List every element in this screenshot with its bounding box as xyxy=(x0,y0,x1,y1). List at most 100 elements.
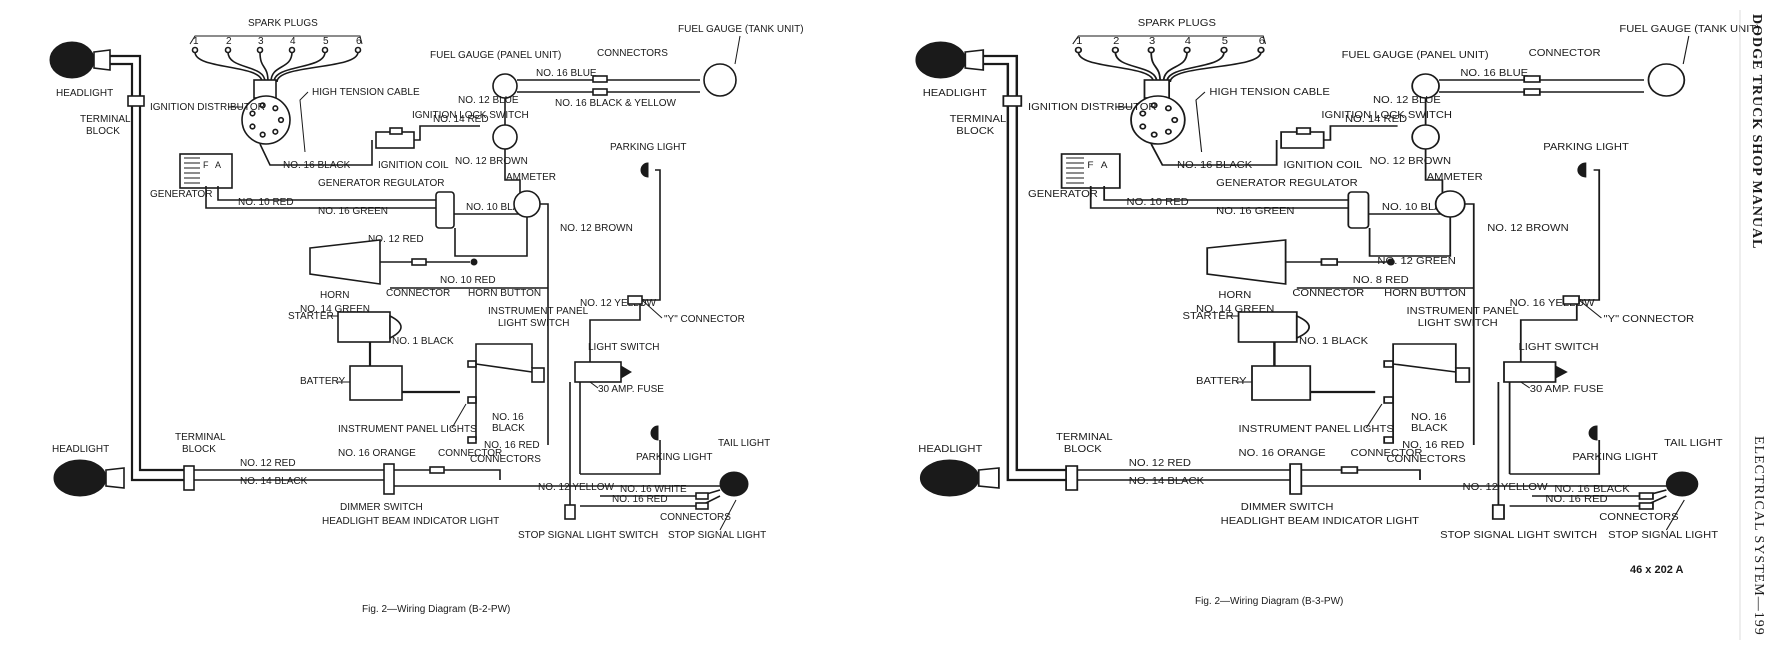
horn-label: HORN xyxy=(1218,290,1251,301)
distributor-terminal-icon xyxy=(1150,102,1158,109)
terminal-block-bottom-label-2: BLOCK xyxy=(1064,444,1102,455)
parking-light-top-label: PARKING LIGHT xyxy=(1543,142,1629,153)
distributor-terminal-icon xyxy=(249,110,256,117)
no16-red-bottom-label: NO. 16 RED xyxy=(1545,494,1608,505)
headlight-top-label: HEADLIGHT xyxy=(923,88,988,99)
terminal-block-top-icon xyxy=(1002,95,1023,107)
connector-icon xyxy=(1638,502,1654,510)
starter-nose-icon xyxy=(389,314,402,340)
spark-plug-number: 1 xyxy=(193,36,199,47)
headlight-bottom-housing xyxy=(977,467,1000,489)
parking-bottom-wire xyxy=(1509,440,1601,475)
no12-brown-left-label: NO. 12 BROWN xyxy=(1370,156,1451,167)
spark-plug-icon xyxy=(288,46,296,54)
connector-icon xyxy=(1523,75,1541,83)
high-tension-cable-label: HIGH TENSION CABLE xyxy=(312,87,420,98)
distributor-terminal-icon xyxy=(1139,123,1147,130)
no12-brown-right-label: NO. 12 BROWN xyxy=(560,223,633,234)
parking-light-top-icon xyxy=(640,162,649,178)
spark-plug-number: 4 xyxy=(1185,36,1191,47)
parking-light-bottom-icon xyxy=(1588,425,1598,441)
spark-plugs-label: SPARK PLUGS xyxy=(1138,18,1216,29)
parking-light-wire xyxy=(1576,169,1601,301)
no16-orange-label: NO. 16 ORANGE xyxy=(338,448,416,459)
caption-right: Fig. 2—Wiring Diagram (B-3-PW) xyxy=(1195,596,1344,607)
instrument-panel-lights-label: INSTRUMENT PANEL LIGHTS xyxy=(338,424,477,435)
coil-wire xyxy=(1150,140,1278,166)
fuel-gauge-tank-icon xyxy=(1647,63,1686,97)
no12-brown-right-label: NO. 12 BROWN xyxy=(1487,223,1568,234)
no14-green-label: NO. 14 GREEN xyxy=(1196,304,1274,315)
plug-wire xyxy=(276,51,359,83)
leader-line xyxy=(1195,91,1206,153)
fuel-gauge-tank-label: FUEL GAUGE (TANK UNIT) xyxy=(1619,24,1760,35)
generator-a-terminal: A xyxy=(1101,160,1108,170)
no12-red-bottom-label: NO. 12 RED xyxy=(1129,458,1192,469)
spark-plug-number: 6 xyxy=(356,36,362,47)
starter-icon xyxy=(337,311,391,343)
no16-blue-label: NO. 16 BLUE xyxy=(536,68,597,79)
no16-black-mid-label-2: BLACK xyxy=(1411,423,1448,434)
parking-bottom-wire xyxy=(580,440,661,475)
section-page-number: ELECTRICAL SYSTEM—199 xyxy=(1751,436,1766,636)
connector-icon xyxy=(695,502,709,510)
spark-plug-number: 5 xyxy=(1222,36,1228,47)
light-switch-label: LIGHT SWITCH xyxy=(588,342,659,353)
spark-plug-icon xyxy=(256,46,264,54)
instrument-panel-switch-icon xyxy=(1454,367,1471,383)
leader-line xyxy=(1665,499,1685,531)
y-connector-icon xyxy=(1562,295,1580,305)
light-switch-knob-icon xyxy=(620,365,632,379)
headlight-top-housing xyxy=(93,49,111,71)
switch-to-ammeter xyxy=(1424,149,1444,194)
ammeter-to-switch xyxy=(540,203,549,445)
stop-signal-switch-label: STOP SIGNAL LIGHT SWITCH xyxy=(518,530,658,541)
no16-green-label: NO. 16 GREEN xyxy=(318,206,388,217)
headlight-top-icon xyxy=(49,41,95,79)
leader-line xyxy=(719,499,737,531)
connector-icon xyxy=(695,492,709,500)
yellow-to-y xyxy=(589,300,641,362)
ignition-lock-switch-icon xyxy=(492,124,518,150)
no16-red-mid-label: NO. 16 RED xyxy=(1402,440,1465,451)
no10-black-label: NO. 10 BLACK xyxy=(1382,202,1457,213)
no14-red-label: NO. 14 RED xyxy=(1345,114,1408,125)
distributor-terminal-icon xyxy=(272,128,279,135)
no10-red-label: NO. 10 RED xyxy=(238,197,294,208)
generator-regulator-icon xyxy=(1347,191,1370,229)
terminal-block-bottom-icon xyxy=(183,465,195,491)
dimmer-switch-label: DIMMER SWITCH xyxy=(340,502,423,513)
headlight-top-label: HEADLIGHT xyxy=(56,88,113,99)
plug-wire xyxy=(273,51,326,83)
leader-line xyxy=(1520,381,1531,389)
horn-button-label: HORN BUTTON xyxy=(1384,288,1466,299)
gen-armature-wire xyxy=(1103,186,1349,201)
battery-label: BATTERY xyxy=(1196,376,1247,387)
leader-line xyxy=(451,403,467,429)
headlight-top-housing xyxy=(964,49,985,71)
connector-bottom-label: CONNECTOR xyxy=(438,448,502,459)
parking-light-bottom-label: PARKING LIGHT xyxy=(1572,452,1658,463)
y-connector-label: "Y" CONNECTOR xyxy=(664,314,745,325)
headlight-bottom-label: HEADLIGHT xyxy=(52,444,109,455)
generator-icon xyxy=(1060,153,1121,189)
terminal-block-bottom-icon xyxy=(1065,465,1079,491)
connectors-bottom-label: CONNECTORS xyxy=(1599,512,1678,523)
stop-signal-switch-icon xyxy=(1491,504,1505,520)
no-red-main-label: NO. 10 RED xyxy=(440,275,496,286)
no12-blue-label: NO. 12 BLUE xyxy=(1373,95,1441,106)
no14-red-label: NO. 14 RED xyxy=(433,114,489,125)
beam-indicator-label: HEADLIGHT BEAM INDICATOR LIGHT xyxy=(1221,516,1420,527)
spark-plugs-bracket xyxy=(189,35,363,45)
horn-icon xyxy=(1206,239,1287,285)
light-switch-icon xyxy=(574,361,622,383)
horn-icon xyxy=(309,239,381,285)
battery-icon xyxy=(1251,365,1312,401)
no16-white-black-label: NO. 16 BLACK xyxy=(1554,484,1629,495)
spark-plug-number: 3 xyxy=(258,36,264,47)
no14-black-label: NO. 14 BLACK xyxy=(1129,476,1204,487)
ignition-coil-label: IGNITION COIL xyxy=(378,160,449,171)
gen-field-wire xyxy=(205,186,436,209)
